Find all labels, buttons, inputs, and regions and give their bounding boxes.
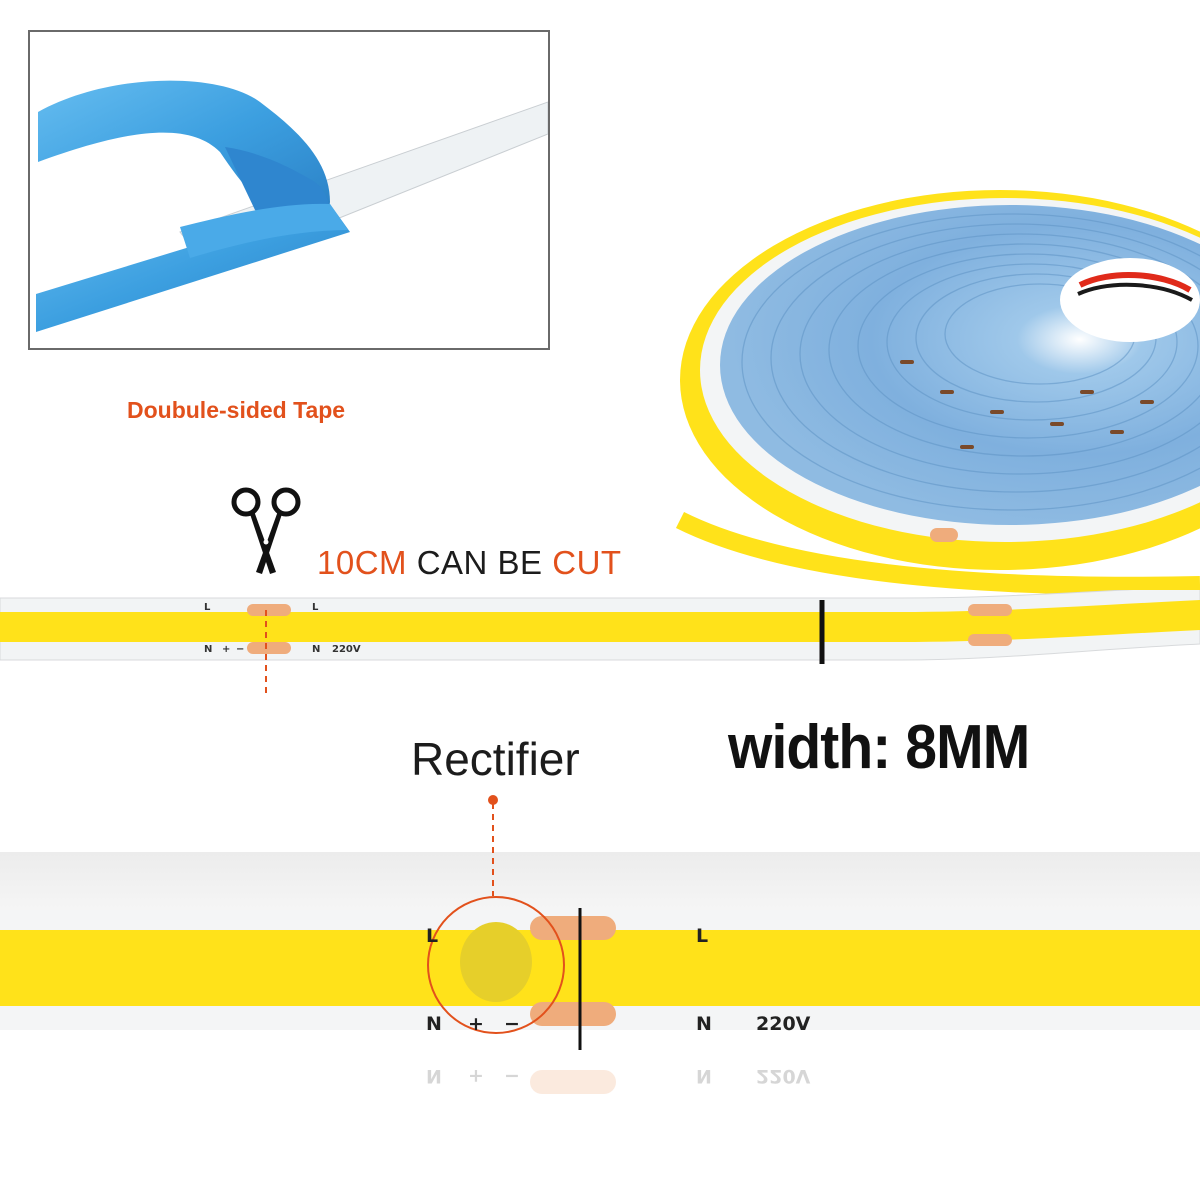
cut-amount: 10CM <box>317 544 408 581</box>
tape-caption: Doubule-sided Tape <box>127 397 346 423</box>
closeup-mark-n-right: N <box>696 1013 712 1035</box>
tape-illustration <box>36 80 548 332</box>
reflection-mark-minus: − <box>504 1065 520 1087</box>
cut-middle-text: CAN BE <box>407 544 553 581</box>
middle-mark-l-right: L <box>312 602 319 613</box>
closeup-mark-n-left: N <box>426 1013 442 1035</box>
middle-mark-n-left: N <box>204 644 212 655</box>
reflection-mark-n: N <box>426 1065 442 1087</box>
scissors-icon <box>231 487 301 574</box>
reflection-mark-plus: + <box>468 1065 484 1087</box>
rectifier-caption: Rectifier <box>411 733 580 785</box>
middle-mark-minus: − <box>236 644 244 655</box>
cut-action: CUT <box>552 544 622 581</box>
closeup-mark-voltage: 220V <box>756 1013 811 1035</box>
tape-inset-panel <box>28 30 550 350</box>
reflection-mark-n-right: N <box>696 1065 712 1087</box>
middle-mark-n-right: N <box>312 644 320 655</box>
led-strip-closeup: L L N + − N 220V N + − N 220V <box>0 795 1200 1094</box>
closeup-mark-minus: − <box>504 1013 520 1035</box>
middle-mark-l-left: L <box>204 602 211 613</box>
closeup-mark-l-left: L <box>426 925 438 947</box>
closeup-mark-l-right: L <box>696 925 708 947</box>
width-caption: width: 8MM <box>728 713 1030 782</box>
led-strip-middle: L L N + − N 220V <box>0 590 1200 698</box>
led-strip-reel <box>675 190 1200 595</box>
middle-mark-voltage: 220V <box>332 644 361 655</box>
closeup-mark-plus: + <box>468 1013 484 1035</box>
reflection-mark-voltage: 220V <box>756 1065 811 1087</box>
middle-mark-plus: + <box>222 644 230 655</box>
dot-marker <box>488 795 498 805</box>
cut-caption: 10CM CAN BE CUT <box>317 544 622 582</box>
